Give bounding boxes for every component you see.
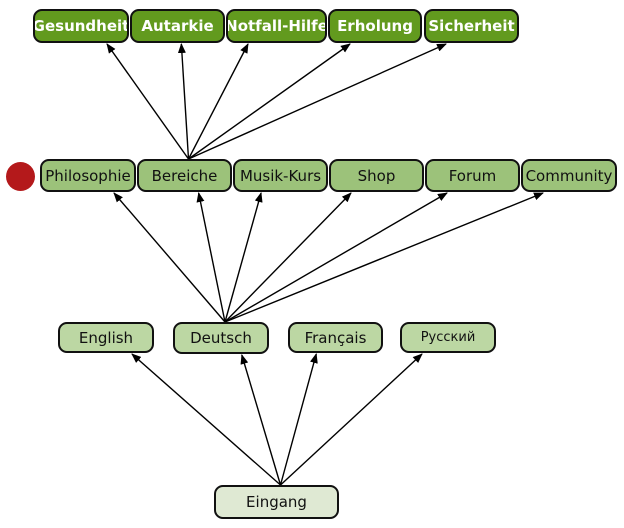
edge-bereiche-to-sicherheit xyxy=(188,43,447,160)
edge-bereiche-to-autarkie xyxy=(177,43,190,160)
node-label: Autarkie xyxy=(141,17,214,35)
node-eingang[interactable]: Eingang xyxy=(214,485,339,519)
node-label: Bereiche xyxy=(151,166,218,185)
node-label: Gesundheit xyxy=(33,17,129,35)
node-sicherheit[interactable]: Sicherheit xyxy=(424,9,519,43)
edge-deutsch-to-philosophie xyxy=(113,192,226,323)
node-label: Sicherheit xyxy=(428,17,515,35)
node-deutsch[interactable]: Deutsch xyxy=(173,322,269,354)
node-notfall-hilfe[interactable]: Notfall-Hilfe xyxy=(226,9,327,43)
edge-eingang-to-deutsch xyxy=(240,354,282,486)
node-english[interactable]: English xyxy=(58,322,154,353)
node-label: Musik-Kurs xyxy=(239,166,322,185)
node-russkiy[interactable]: Русский xyxy=(400,322,496,353)
node-community[interactable]: Community xyxy=(521,159,617,192)
red-dot-marker xyxy=(6,162,35,191)
edge-eingang-to-russkiy xyxy=(280,353,423,486)
node-label: Philosophie xyxy=(45,166,131,185)
node-label: Русский xyxy=(420,330,476,345)
node-label: Community xyxy=(525,166,613,185)
node-forum[interactable]: Forum xyxy=(425,159,520,192)
edge-eingang-to-francais xyxy=(279,353,318,486)
edge-deutsch-to-bereiche xyxy=(196,192,226,323)
node-label: Deutsch xyxy=(190,329,252,347)
node-gesundheit[interactable]: Gesundheit xyxy=(33,9,129,43)
node-autarkie[interactable]: Autarkie xyxy=(130,9,225,43)
node-francais[interactable]: Français xyxy=(288,322,383,353)
node-erholung[interactable]: Erholung xyxy=(328,9,422,43)
node-bereiche[interactable]: Bereiche xyxy=(137,159,232,192)
edge-bereiche-to-gesundheit xyxy=(106,43,190,160)
edge-deutsch-to-musik-kurs xyxy=(224,192,263,323)
node-label: Eingang xyxy=(246,493,307,511)
node-label: Shop xyxy=(357,166,396,185)
edge-deutsch-to-forum xyxy=(224,192,448,323)
node-label: Notfall-Hilfe xyxy=(226,17,327,35)
edge-bereiche-to-erholung xyxy=(188,43,351,160)
edge-deutsch-to-community xyxy=(224,192,544,323)
edge-eingang-to-english xyxy=(131,353,281,486)
node-philosophie[interactable]: Philosophie xyxy=(40,159,136,192)
node-label: Erholung xyxy=(337,17,413,35)
node-label: Forum xyxy=(448,166,497,185)
edge-bereiche-to-notfall-hilfe xyxy=(187,43,249,160)
edge-deutsch-to-shop xyxy=(224,192,352,323)
node-label: Français xyxy=(304,328,367,347)
node-label: English xyxy=(78,328,134,347)
node-shop[interactable]: Shop xyxy=(329,159,424,192)
node-musik-kurs[interactable]: Musik-Kurs xyxy=(233,159,328,192)
